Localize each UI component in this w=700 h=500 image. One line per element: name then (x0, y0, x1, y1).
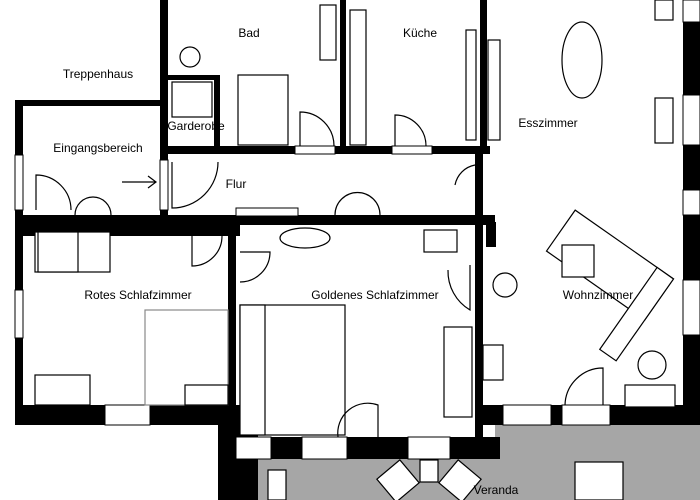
room-label-garderobe: Garderobe (167, 119, 225, 133)
room-label-veranda: Veranda (474, 483, 519, 497)
room-label-bad: Bad (238, 26, 259, 40)
room-label-rotes-schlafzimmer: Rotes Schlafzimmer (84, 288, 191, 302)
room-label-esszimmer: Esszimmer (518, 116, 577, 130)
windows (14, 0, 700, 460)
room-label-treppenhaus: Treppenhaus (63, 67, 133, 81)
room-label-wohnzimmer: Wohnzimmer (563, 288, 633, 302)
room-label-eingangsbereich: Eingangsbereich (53, 141, 142, 155)
room-label-goldenes-schlafzimmer: Goldenes Schlafzimmer (311, 288, 438, 302)
room-label-flur: Flur (226, 177, 247, 191)
doors (35, 111, 604, 438)
room-label-kueche: Küche (403, 26, 437, 40)
furniture (34, 0, 676, 500)
